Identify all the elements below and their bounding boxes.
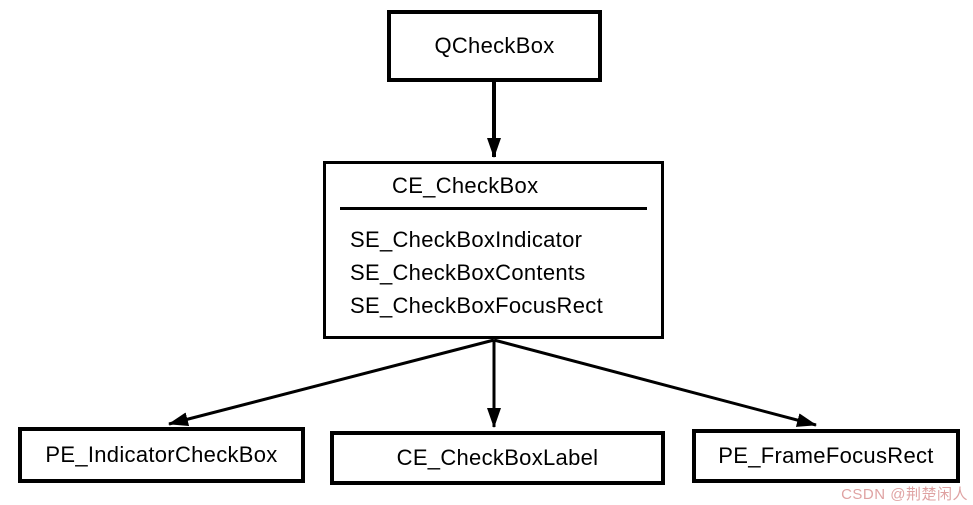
list-item-contents: SE_CheckBoxContents xyxy=(350,260,586,285)
arrow-middle-to-right xyxy=(493,338,817,427)
node-ce-checkbox-title: CE_CheckBox xyxy=(392,172,539,198)
title-separator-line xyxy=(340,207,647,210)
node-ce-checkboxlabel-label: CE_CheckBoxLabel xyxy=(396,445,599,470)
arrow-middle-to-left xyxy=(168,338,495,427)
node-ce-checkbox: CE_CheckBox SE_CheckBoxIndicator SE_Chec… xyxy=(323,161,664,339)
node-pe-framefocusrect-label: PE_FrameFocusRect xyxy=(718,443,934,468)
node-qcheckbox: QCheckBox xyxy=(387,10,602,82)
node-ce-checkboxlabel: CE_CheckBoxLabel xyxy=(330,431,665,485)
watermark: CSDN @荆楚闲人 xyxy=(841,486,968,503)
node-pe-indicatorcheckbox: PE_IndicatorCheckBox xyxy=(18,427,305,483)
node-pe-indicatorcheckbox-label: PE_IndicatorCheckBox xyxy=(45,442,278,467)
node-qcheckbox-label: QCheckBox xyxy=(434,33,555,58)
list-item-focusrect: SE_CheckBoxFocusRect xyxy=(350,293,603,318)
node-pe-framefocusrect: PE_FrameFocusRect xyxy=(692,429,960,483)
subelement-list: SE_CheckBoxIndicator SE_CheckBoxContents… xyxy=(326,210,661,322)
list-item-indicator: SE_CheckBoxIndicator xyxy=(350,227,583,252)
